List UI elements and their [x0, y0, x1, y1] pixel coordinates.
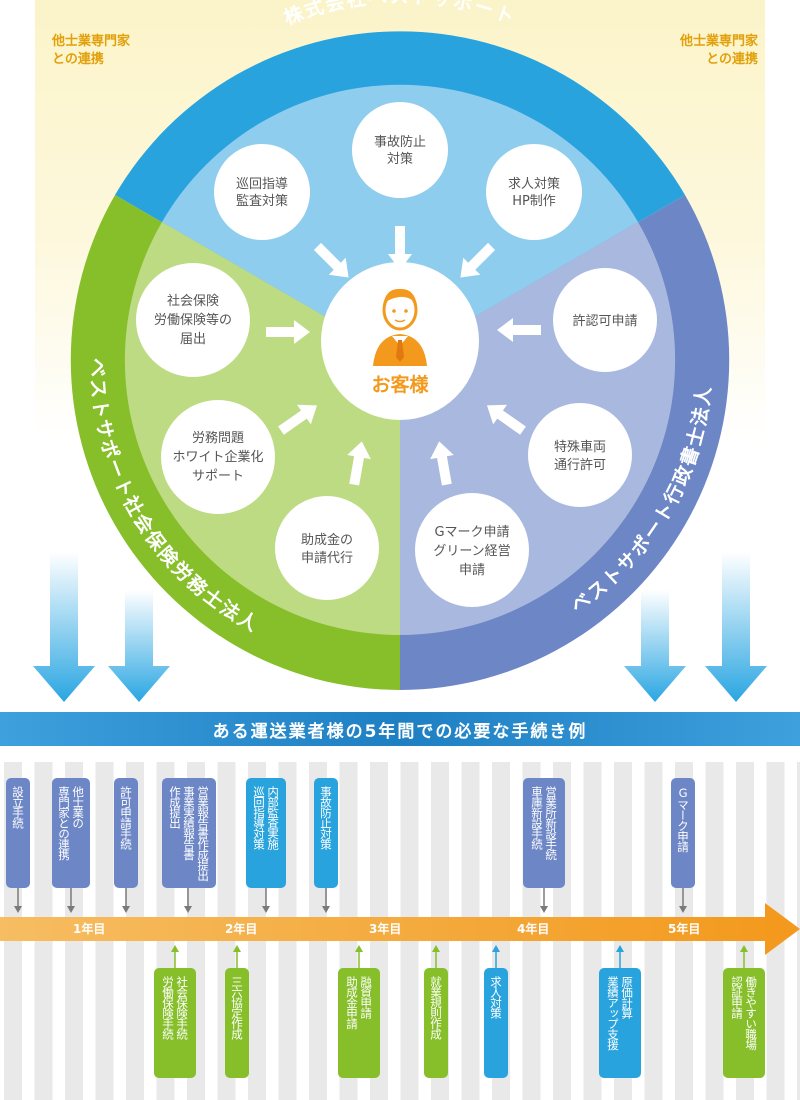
step-line: 他士業の: [71, 786, 86, 828]
service-line: 申請代行: [301, 551, 353, 566]
service-license-application: 許認可申請: [553, 268, 657, 372]
step-accident-prevention: 事故防止対策: [314, 778, 338, 888]
step-line: 助成金申請: [345, 976, 359, 1029]
service-line: Gマーク申請: [434, 525, 509, 540]
svg-text:助成金の申請代行: 助成金の申請代行: [301, 532, 353, 566]
service-line: ホワイト企業化: [172, 449, 263, 465]
down-arrows: [33, 552, 767, 702]
svg-text:事故防止対策: 事故防止対策: [374, 134, 426, 167]
step-work-rules: 就業規則作成: [424, 968, 448, 1078]
service-patrol-audit: 巡回指導監査対策: [214, 144, 310, 240]
customer-person-icon: [373, 288, 427, 366]
timeline-stripe: [797, 762, 800, 1100]
service-circles: 事故防止対策 巡回指導監査対策 求人対策 HP制作 社会保険労働保険等の届出 許認…: [136, 102, 657, 607]
svg-text:社会保険労働保険等の届出: 社会保険労働保険等の届出: [154, 293, 232, 347]
service-line: 労務問題: [192, 431, 244, 446]
service-line: 届出: [180, 332, 206, 347]
svg-text:労務問題ホワイト企業化サポート: 労務問題ホワイト企業化サポート: [172, 431, 263, 484]
service-labor-issues: 労務問題ホワイト企業化サポート: [161, 400, 275, 514]
step-business-report: 営業報告書作成提出 事業実績報告書 作成提出: [162, 778, 216, 888]
service-gmark: Gマーク申請グリーン経営申請: [415, 493, 529, 607]
partner-text-left: 他士業専門家 との連携: [52, 34, 131, 67]
year-label-5: 5年目: [668, 922, 701, 936]
service-social-insurance: 社会保険労働保険等の届出: [136, 263, 250, 377]
year-label-4: 4年目: [517, 922, 550, 936]
step-internal-audit: 内部監査実施 巡回指導対策: [246, 778, 286, 888]
step-line: 社会保険手続: [175, 976, 190, 1039]
step-line: 車庫新設手続: [530, 786, 544, 849]
service-subsidy: 助成金の申請代行: [275, 496, 379, 600]
service-line: 労働保険等の: [154, 312, 232, 328]
step-line: 三六協定作成: [230, 976, 245, 1039]
service-line: 事故防止: [374, 134, 426, 150]
step-permit-application: 許可申請手続: [114, 778, 138, 888]
center-arrows: [266, 226, 541, 486]
service-accident-prevention: 事故防止対策: [352, 102, 448, 198]
step-line: 働きやすい職場: [744, 976, 759, 1050]
service-recruiting: 求人対策 HP制作: [486, 144, 582, 240]
step-line: 就業規則作成: [429, 976, 444, 1039]
step-insurance-procedures: 社会保険手続 労働保険手続: [154, 968, 196, 1078]
service-line: 監査対策: [236, 193, 288, 209]
year-label-3: 3年目: [369, 922, 402, 936]
service-line: 特殊車両: [554, 440, 606, 455]
svg-text:巡回指導監査対策: 巡回指導監査対策: [236, 177, 288, 209]
service-line: 通行許可: [554, 458, 606, 473]
step-line: 営業報告書作成提出: [196, 786, 211, 881]
svg-text:特殊車両通行許可: 特殊車両通行許可: [554, 440, 606, 473]
step-line: 業績アップ支援: [606, 976, 620, 1050]
step-gmark-application: Gマーク申請: [671, 778, 695, 888]
step-recruiting: 求人対策: [484, 968, 508, 1078]
timeline-connectors: [14, 888, 687, 913]
step-36-agreement: 三六協定作成: [225, 968, 249, 1078]
step-line: 事業実績報告書: [182, 786, 197, 860]
customer-center: お客様: [321, 262, 479, 420]
step-partner-collab: 他士業の 専門家との連携: [52, 778, 90, 888]
service-line: サポート: [192, 469, 244, 484]
service-line: 社会保険: [167, 293, 219, 309]
step-cost-calculation: 原価計算 業績アップ支援: [599, 968, 641, 1078]
step-line: 専門家との連携: [57, 786, 71, 860]
step-line: 融資申請: [359, 976, 374, 1018]
step-line: 事故防止対策: [319, 786, 334, 849]
step-line: 求人対策: [489, 976, 504, 1018]
svg-text:Gマーク申請グリーン経営申請: Gマーク申請グリーン経営申請: [433, 525, 510, 578]
step-loan-subsidy: 融資申請 助成金申請: [338, 968, 380, 1078]
step-line: 認証申請: [730, 976, 744, 1018]
timeline-title: ある運送業者様の5年間での必要な手続き例: [0, 712, 800, 746]
service-line: 求人対策: [508, 176, 560, 192]
step-new-office: 営業所新設手続 車庫新設手続: [523, 778, 565, 888]
step-line: Gマーク申請: [676, 786, 691, 852]
step-workplace-certification: 働きやすい職場 認証申請: [723, 968, 765, 1078]
step-incorporation: 設立手続: [6, 778, 30, 888]
svg-text:許認可申請: 許認可申請: [572, 313, 637, 329]
year-label-1: 1年目: [73, 922, 106, 936]
timeline-connectors-bottom: [171, 945, 748, 968]
service-line: 対策: [387, 151, 413, 167]
step-line: 巡回指導対策: [252, 786, 266, 849]
service-line: 許認可申請: [572, 313, 637, 329]
step-line: 許可申請手続: [119, 786, 134, 849]
service-line: 申請: [459, 563, 485, 578]
step-line: 原価計算: [620, 976, 635, 1018]
step-line: 内部監査実施: [266, 786, 281, 849]
service-line: グリーン経営: [433, 544, 510, 559]
timeline-bar: [0, 903, 800, 955]
partner-text-right: 他士業専門家 との連携: [679, 34, 758, 67]
step-line: 営業所新設手続: [544, 786, 559, 860]
year-label-2: 2年目: [225, 922, 258, 936]
customer-label: お客様: [371, 373, 429, 396]
service-special-vehicle: 特殊車両通行許可: [528, 403, 632, 507]
step-line: 作成提出: [167, 786, 182, 828]
step-line: 労働保険手続: [161, 976, 175, 1039]
step-line: 設立手続: [11, 786, 26, 828]
service-line: 助成金の: [301, 532, 353, 548]
service-line: 巡回指導: [236, 177, 288, 192]
service-line: HP制作: [512, 194, 556, 209]
